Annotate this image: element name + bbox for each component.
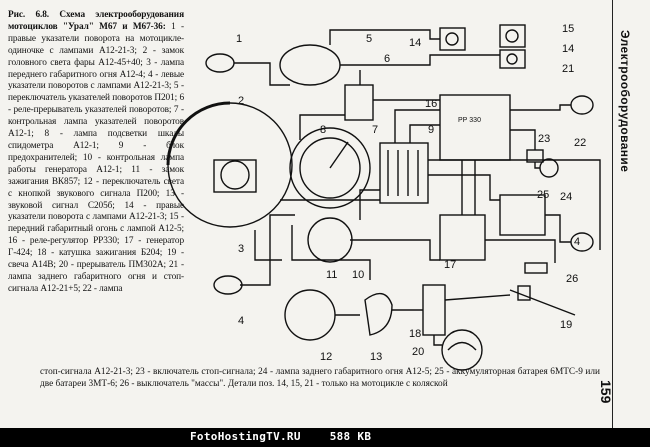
diagram-label-2: 2 <box>238 95 244 107</box>
caption-text: 1 - правые указатели поворота на мотоцик… <box>8 21 184 294</box>
diagram-label-16: 16 <box>425 98 437 110</box>
regulator-label: РР 330 <box>458 117 481 124</box>
diagram-label-1: 1 <box>236 33 242 45</box>
sidecar-lamp-left <box>439 27 466 51</box>
diagram-label-11: 11 <box>326 269 337 281</box>
tail-lamp-21 <box>570 95 594 115</box>
turn-signal-left <box>213 275 243 295</box>
battery <box>499 194 546 236</box>
diagram-label-13: 13 <box>370 351 382 363</box>
relay-regulator <box>439 94 511 161</box>
diagram-label-14a: 14 <box>409 37 421 49</box>
diagram-label-7: 7 <box>372 124 378 136</box>
diagram-label-18: 18 <box>409 328 421 340</box>
diagram-label-22: 22 <box>574 137 586 149</box>
footer-bar <box>0 428 650 447</box>
caption-title: Рис. 6.8. Схема электрооборудования мото… <box>8 10 184 32</box>
sidecar-lamp-right <box>499 24 526 48</box>
turn-switch <box>279 44 341 86</box>
generator <box>439 214 486 261</box>
ignition-coil <box>422 284 446 336</box>
footer-site: FotoHostingTV.RU <box>190 430 301 443</box>
diagram-label-21: 21 <box>562 63 574 75</box>
side-divider <box>612 0 613 430</box>
diagram-label-3: 3 <box>238 243 244 255</box>
diagram-label-15: 15 <box>562 23 574 35</box>
diagram-label-19: 19 <box>560 319 572 331</box>
page-number: 159 <box>598 380 614 404</box>
light-switch <box>284 289 336 341</box>
ignition-lock <box>307 217 353 263</box>
footer-watermark: FotoHostingTV.RU 588 KB <box>190 430 393 443</box>
diagram-label-8: 8 <box>320 124 326 136</box>
caption-continuation: стоп-сигнала А12-21-3; 23 - включатель с… <box>40 367 600 389</box>
flasher-relay <box>344 84 374 121</box>
diagram-label-5: 5 <box>366 33 372 45</box>
diagram-label-20: 20 <box>412 346 424 358</box>
diagram-label-6: 6 <box>384 53 390 65</box>
diagram-label-9: 9 <box>428 124 434 136</box>
diagram-label-4: 4 <box>238 315 244 327</box>
diagram-label-23: 23 <box>538 133 550 145</box>
speedometer <box>289 127 371 209</box>
footer-size: 588 KB <box>329 430 372 443</box>
diagram-label-24: 24 <box>560 191 572 203</box>
mass-switch <box>524 262 548 274</box>
fuse-block <box>379 142 429 204</box>
diagram-label-25: 25 <box>537 189 549 201</box>
horn <box>364 292 393 336</box>
diagram-label-4b: 4 <box>574 236 580 248</box>
diagram-label-12: 12 <box>320 351 332 363</box>
diagram-label-10: 10 <box>352 269 364 281</box>
headlight-bulb <box>220 160 250 190</box>
diagram-label-17: 17 <box>444 259 456 271</box>
diagram-label-26: 26 <box>566 273 578 285</box>
figure-caption: Рис. 6.8. Схема электрооборудования мото… <box>8 10 184 296</box>
turn-signal-right <box>205 53 235 73</box>
diagram-label-14b: 14 <box>562 43 574 55</box>
breaker <box>441 329 483 371</box>
